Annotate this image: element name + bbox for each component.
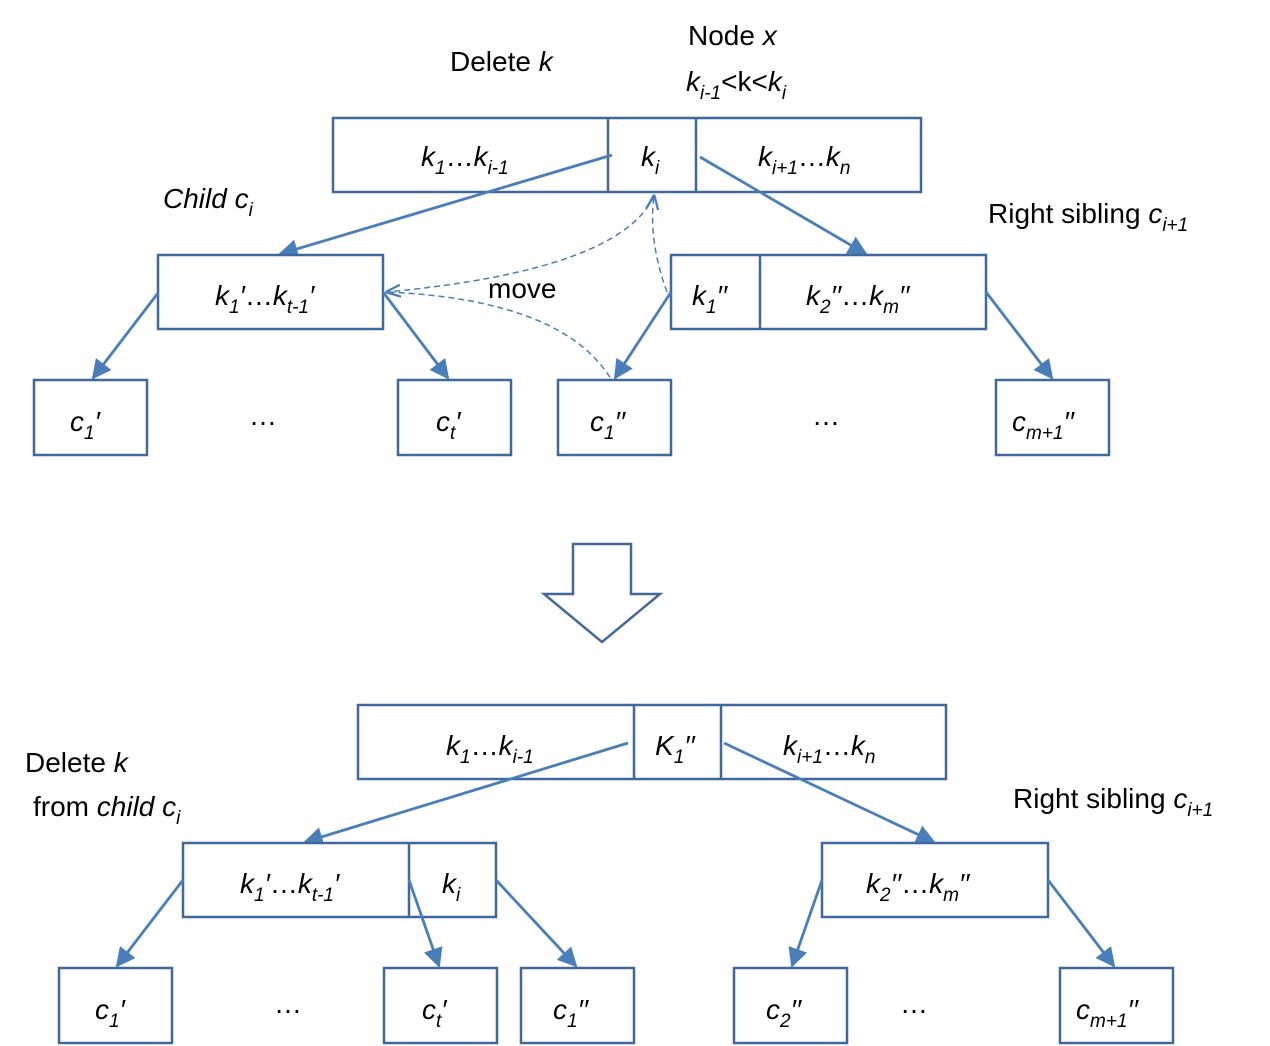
bottom-sibling-keys: k2​′′…km​′′ [866,868,971,906]
bottom-leaf-c2dprime-label: c2​′′ [766,994,803,1032]
bottom-leaf-ctprime: ct​′ [382,966,499,1045]
edge-bchild-to-leaf1 [115,879,185,968]
edge-sibling-to-leaf1 [613,291,673,380]
bottom-leaf-cm1dprime: cm+1​′′ [1058,966,1175,1045]
bottom-parent-key-K1: K1​′′ [655,730,697,768]
edge-child-to-leaft [381,291,450,380]
bottom-leaf-c1dprime-label: c1​′′ [553,994,590,1032]
edge-bchild-to-leafc1dd [494,879,578,968]
bottom-parent-keys-left: k1​…ki-1​ [446,730,534,768]
caption-node-x: Node x [688,20,778,51]
top-leaf-ctprime-label: ct​′ [436,406,462,444]
top-sibling-node: k1​′′ k2​′′…km​′′ [669,253,988,331]
edge-bottom-parent-to-sibling [723,741,936,844]
top-leaf-c1dprime: c1​′′ [556,378,673,457]
top-ellipsis-left: … [249,400,277,431]
bottom-leaf-c2dprime: c2​′′ [732,966,849,1045]
edge-parent-to-child [278,153,613,259]
move-arrow-ki-to-child [387,195,655,292]
bottom-sibling-node: k2​′′…km​′′ [820,841,1050,919]
bottom-leaf-c1dprime: c1​′′ [519,966,636,1045]
top-parent-keys-right: ki+1​…kn​ [758,141,850,179]
caption-key-range: ki-1​<k<ki​ [686,66,787,104]
edge-parent-to-sibling [699,155,868,256]
top-leaf-cm1dprime: cm+1​′′ [994,378,1111,457]
move-arrow-subtree [386,291,616,387]
top-leaf-c1dprime-label: c1​′′ [590,406,627,444]
edge-bsibling-to-leafc2 [788,879,824,968]
bottom-ellipsis-left: … [274,988,302,1019]
top-leaf-c1prime-label: c1​′ [70,406,102,444]
top-sibling-key-first: k1​′′ [692,280,729,318]
label-right-sibling-bottom: Right sibling ci+1​ [1013,783,1213,821]
bottom-child-node: k1​′…kt-1​′ ki​ [181,841,498,919]
label-from-child: from child ci​ [33,791,181,829]
caption-delete-k: Delete k [450,46,555,77]
bottom-leaf-ctprime-label: ct​′ [422,994,448,1032]
top-child-keys: k1​′…kt-1​′ [215,280,316,318]
label-child-ci: Child ci​ [163,183,254,221]
move-arrow-key-to-parent [653,196,668,293]
top-parent-node: k1​…ki-1​ ki​ ki+1​…kn​ [331,116,923,194]
bottom-leaf-cm1dprime-label: cm+1​′′ [1076,994,1140,1032]
edge-bottom-parent-to-child [303,741,629,847]
top-leaf-c1prime: c1​′ [32,378,149,457]
bottom-parent-keys-right: ki+1​…kn​ [783,730,875,768]
top-parent-key-ki: ki​ [641,141,660,179]
label-right-sibling: Right sibling ci+1​ [988,198,1188,236]
bottom-ellipsis-right: … [900,988,928,1019]
edge-bchild-to-leaft [407,879,443,968]
bottom-child-keys: k1​′…kt-1​′ [240,868,341,906]
edge-sibling-to-leafm [984,291,1054,380]
top-parent-keys-left: k1​…ki-1​ [421,141,509,179]
top-sibling-keys-rest: k2​′′…km​′′ [806,280,911,318]
top-leaf-cm1dprime-label: cm+1​′′ [1012,406,1076,444]
bottom-parent-node: k1​…ki-1​ K1​′′ ki+1​…kn​ [356,703,948,781]
bottom-child-key-ki: ki​ [442,868,461,906]
top-leaf-ctprime: ct​′ [396,378,513,457]
top-ellipsis-right: … [812,400,840,431]
label-delete-k: Delete k [25,747,130,778]
top-child-node: k1​′…kt-1​′ [156,253,385,331]
label-move: move [488,273,556,304]
edge-child-to-leaf1 [91,292,160,380]
transition-down-arrow-icon [540,542,664,644]
bottom-leaf-c1prime-label: c1​′ [95,994,127,1032]
edge-bsibling-to-leafcm [1046,879,1116,968]
bottom-leaf-c1prime: c1​′ [57,966,174,1045]
